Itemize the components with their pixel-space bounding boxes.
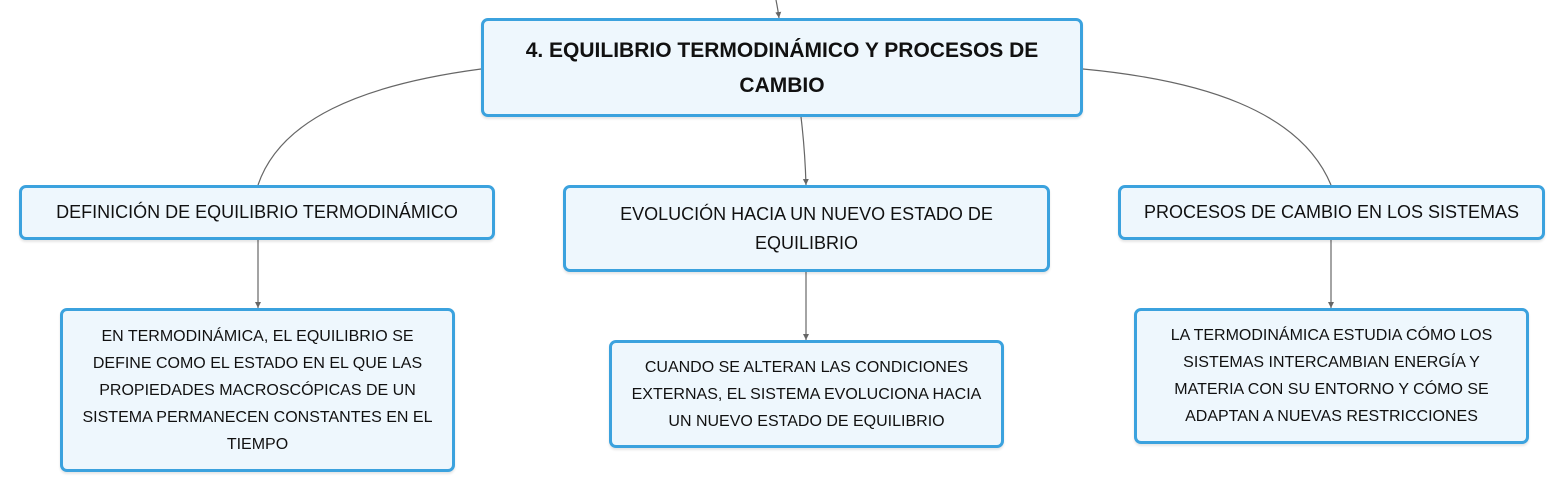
root-topic-title: 4. EQUILIBRIO TERMODINÁMICO Y PROCESOS D… xyxy=(525,38,1039,97)
connector-root-to-topic-right xyxy=(1082,68,1332,186)
root-topic-node[interactable]: 4. EQUILIBRIO TERMODINÁMICO Y PROCESOS D… xyxy=(481,18,1083,117)
subtopic-node-evolution-detail[interactable]: CUANDO SE ALTERAN LAS CONDICIONES EXTERN… xyxy=(609,340,1004,448)
topic-label: DEFINICIÓN DE EQUILIBRIO TERMODINÁMICO xyxy=(56,202,458,222)
connector-root-to-topic-center xyxy=(800,116,809,186)
subtopic-node-definition-detail[interactable]: EN TERMODINÁMICA, EL EQUILIBRIO SE DEFIN… xyxy=(60,308,455,472)
subtopic-text: CUANDO SE ALTERAN LAS CONDICIONES EXTERN… xyxy=(631,358,982,430)
topic-node-processes[interactable]: PROCESOS DE CAMBIO EN LOS SISTEMAS xyxy=(1118,185,1545,240)
subtopic-node-processes-detail[interactable]: LA TERMODINÁMICA ESTUDIA CÓMO LOS SISTEM… xyxy=(1134,308,1529,444)
connector-root-to-topic-left xyxy=(257,68,482,186)
topic-node-evolution[interactable]: EVOLUCIÓN HACIA UN NUEVO ESTADO DE EQUIL… xyxy=(563,185,1050,272)
topic-label: PROCESOS DE CAMBIO EN LOS SISTEMAS xyxy=(1143,202,1520,222)
topic-label: EVOLUCIÓN HACIA UN NUEVO ESTADO DE EQUIL… xyxy=(620,203,993,253)
incoming-connector xyxy=(775,0,782,19)
topic-node-definition[interactable]: DEFINICIÓN DE EQUILIBRIO TERMODINÁMICO xyxy=(19,185,495,240)
subtopic-text: LA TERMODINÁMICA ESTUDIA CÓMO LOS SISTEM… xyxy=(1170,327,1493,425)
subtopic-text: EN TERMODINÁMICA, EL EQUILIBRIO SE DEFIN… xyxy=(82,327,433,453)
